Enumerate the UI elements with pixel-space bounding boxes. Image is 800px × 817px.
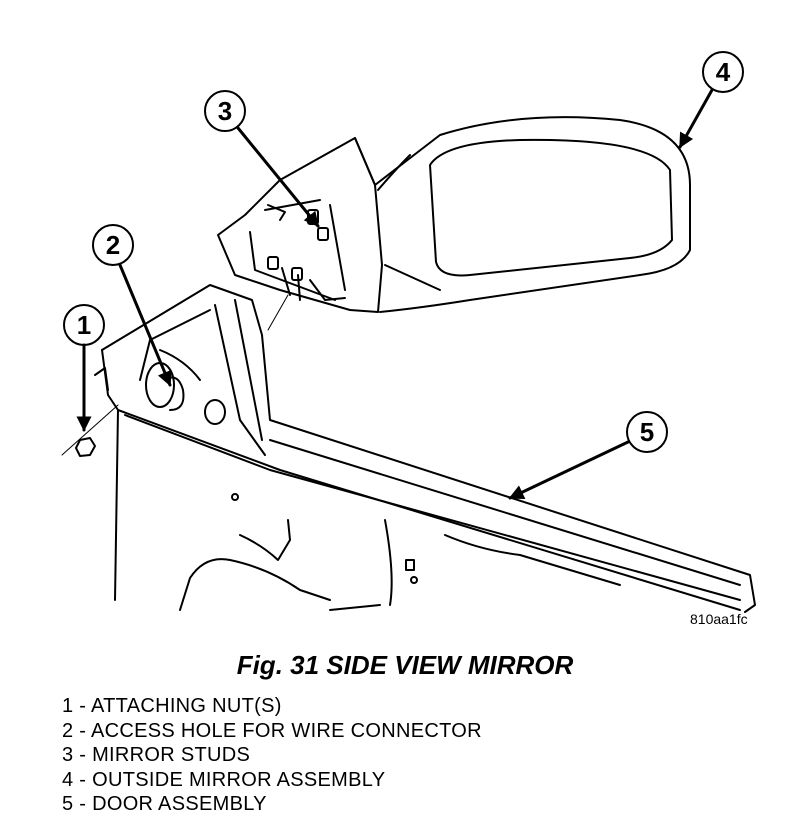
callout-arrow-3 [236, 126, 320, 228]
callout-circle-5 [626, 411, 668, 453]
figure-code: 810aa1fc [690, 611, 748, 627]
attaching-nut-drawing [75, 437, 96, 457]
legend-item: 4 - OUTSIDE MIRROR ASSEMBLY [62, 768, 386, 791]
callout-label-2: 2 [106, 230, 120, 260]
callout-label-3: 3 [218, 96, 232, 126]
callout-circle-2 [92, 224, 134, 266]
outside-mirror-assembly-drawing [217, 116, 691, 331]
callout-label-1: 1 [77, 310, 91, 340]
legend-item: 1 - ATTACHING NUT(S) [62, 695, 282, 717]
figure-title: Fig. 31 SIDE VIEW MIRROR [236, 650, 574, 680]
callout-arrow-4 [678, 88, 714, 149]
legend-list: 1 - ATTACHING NUT(S) 2 - ACCESS HOLE FOR… [62, 694, 482, 817]
callout-label-5: 5 [640, 417, 654, 447]
callout-arrow-5 [508, 440, 630, 500]
legend-item: 3 - MIRROR STUDS [62, 744, 251, 766]
legend-item: 2 - ACCESS HOLE FOR WIRE CONNECTOR [62, 719, 482, 742]
callout-label-4: 4 [716, 57, 731, 87]
callout-circle-4 [702, 51, 744, 93]
callout-circle-3 [204, 90, 246, 132]
callout-arrow-2 [118, 263, 172, 387]
legend-item: 5 - DOOR ASSEMBLY [62, 793, 267, 815]
mirror-door-illustration: 1 2 3 4 5 [61, 51, 756, 613]
door-assembly-drawing [61, 284, 756, 613]
